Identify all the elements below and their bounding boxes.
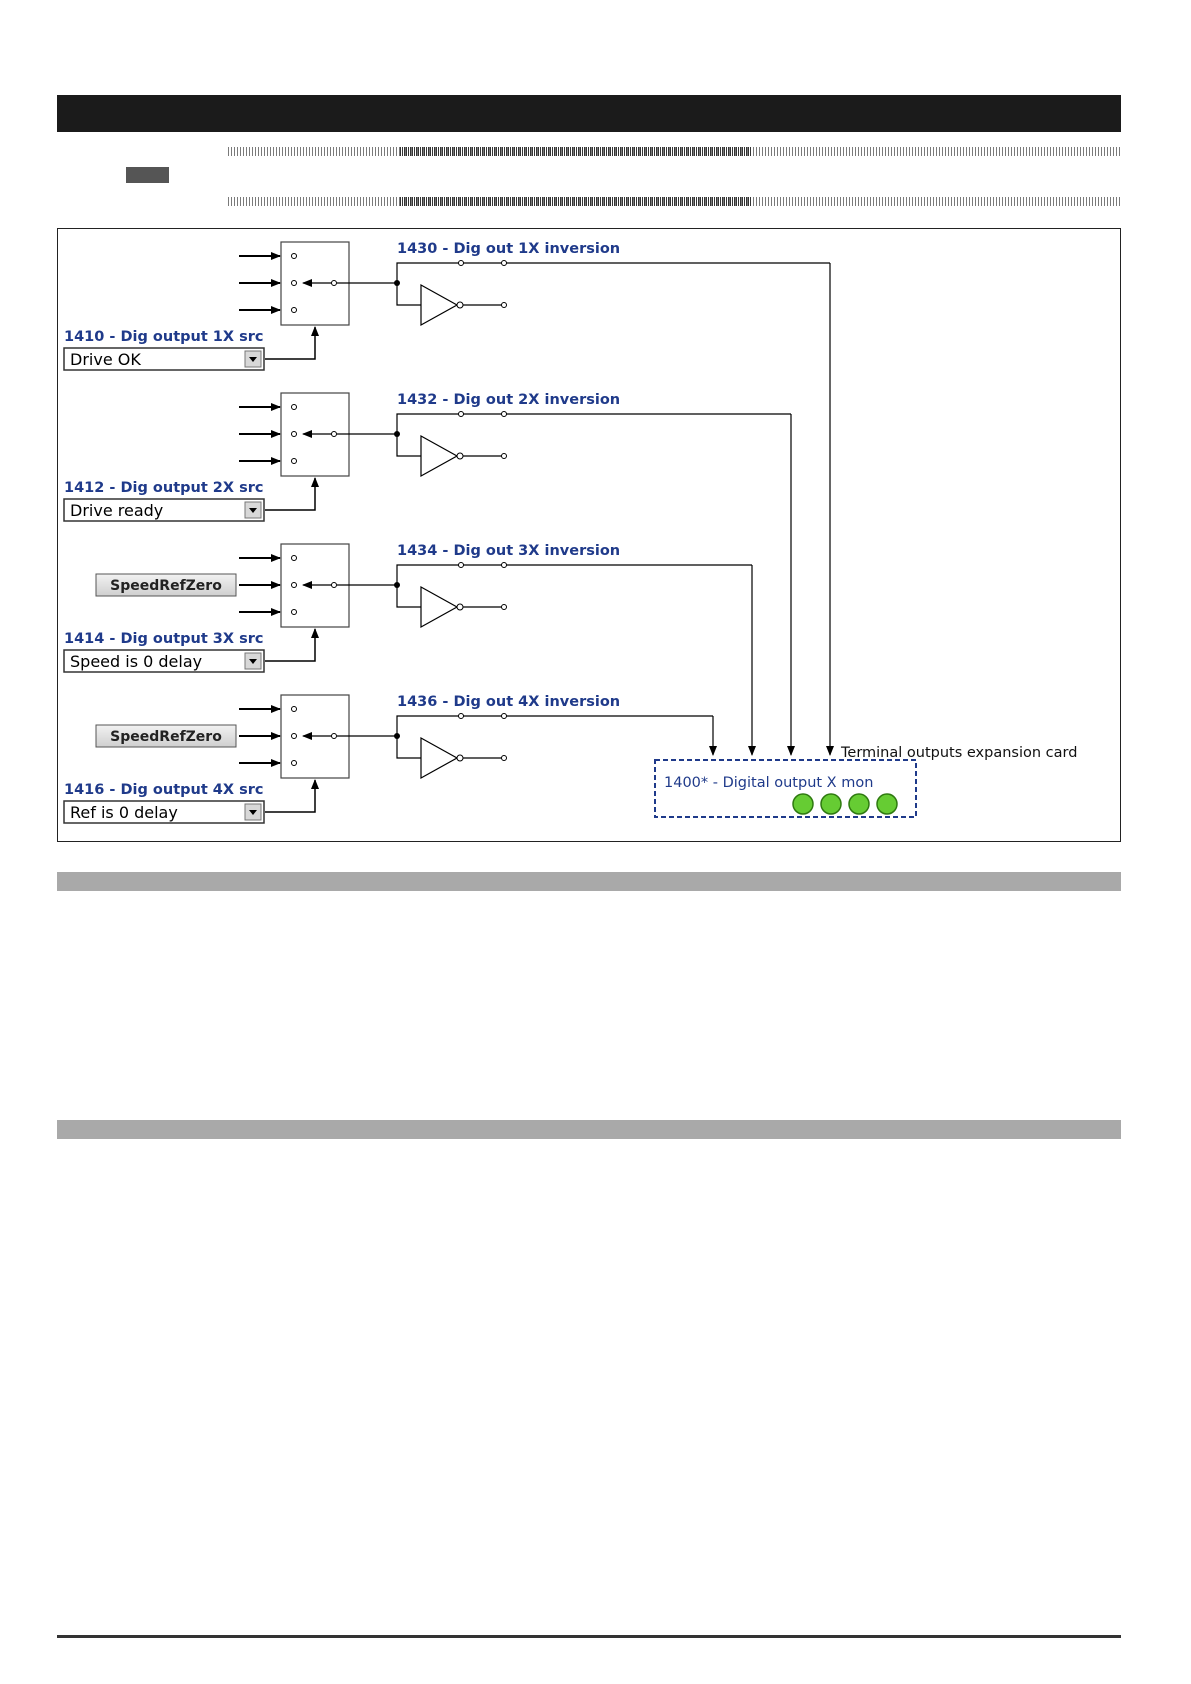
inverter-output-contact: [501, 755, 507, 761]
inverter-bubble: [456, 754, 464, 762]
inversion-contact-a: [458, 260, 464, 266]
inversion-label: 1430 - Dig out 1X inversion: [397, 241, 620, 257]
selector-output-contact: [331, 431, 337, 437]
bypass-wire: [396, 413, 459, 434]
source-select-arrow: [265, 326, 319, 360]
inverter-input-wire: [396, 736, 421, 759]
footer-rule: [57, 1635, 1121, 1638]
selector-contact: [291, 733, 297, 739]
source-dropdown[interactable]: Speed is 0 delay: [63, 649, 265, 673]
inverter-bubble: [456, 452, 464, 460]
selector-contact: [291, 609, 297, 615]
channel-2: 1432 - Dig out 2X inversion 1412 - Dig ou…: [63, 392, 791, 522]
chevron-down-icon: [249, 659, 257, 664]
selector-contact: [291, 458, 297, 464]
fixed-input-button[interactable]: SpeedRefZero: [95, 724, 237, 748]
inversion-contact-b: [501, 562, 507, 568]
inversion-contact-a: [458, 562, 464, 568]
source-select-arrow: [265, 628, 319, 662]
source-dropdown[interactable]: Ref is 0 delay: [63, 800, 265, 824]
status-led-2: [820, 793, 842, 815]
chevron-down-icon: [249, 508, 257, 513]
fixed-input-label: SpeedRefZero: [110, 729, 222, 745]
section-bar-2: [57, 1120, 1121, 1139]
dropdown-value: Speed is 0 delay: [70, 652, 202, 671]
header-bar: [57, 95, 1121, 132]
channel-1: 1430 - Dig out 1X inversion 1410 - Dig ou…: [63, 241, 830, 371]
inversion-label: 1436 - Dig out 4X inversion: [397, 694, 620, 710]
source-label: 1410 - Dig output 1X src: [64, 329, 264, 345]
source-label: 1416 - Dig output 4X src: [64, 782, 264, 798]
inverter-output-contact: [501, 302, 507, 308]
inverter-bubble: [456, 301, 464, 309]
selector-contact: [291, 404, 297, 410]
source-dropdown[interactable]: Drive ready: [63, 498, 265, 522]
inverter-input-wire: [396, 585, 421, 608]
source-select-arrow: [265, 779, 319, 813]
status-led-4: [876, 793, 898, 815]
inversion-label: 1434 - Dig out 3X inversion: [397, 543, 620, 559]
monitor-box: [654, 759, 917, 818]
status-led-3: [848, 793, 870, 815]
inverter-input-wire: [396, 283, 421, 306]
chevron-down-icon: [249, 357, 257, 362]
inverter-output-contact: [501, 604, 507, 610]
selector-output-contact: [331, 733, 337, 739]
inversion-contact-a: [458, 713, 464, 719]
tag-chip: [126, 167, 169, 183]
inversion-label: 1432 - Dig out 2X inversion: [397, 392, 620, 408]
selector-contact: [291, 582, 297, 588]
expansion-card-label: Terminal outputs expansion card: [840, 745, 1077, 761]
monitor-label: 1400* - Digital output X mon: [664, 775, 873, 791]
source-label: 1412 - Dig output 2X src: [64, 480, 264, 496]
inversion-contact-b: [501, 713, 507, 719]
selector-contact: [291, 307, 297, 313]
selector-contact: [291, 706, 297, 712]
dropdown-value: Drive OK: [70, 350, 141, 369]
diagram-frame: 1430 - Dig out 1X inversion 1410 - Dig ou…: [57, 228, 1121, 842]
inverter-gate: [420, 585, 459, 629]
channel-3: 1434 - Dig out 3X inversion 1414 - Dig ou…: [63, 543, 752, 673]
fixed-input-button[interactable]: SpeedRefZero: [95, 573, 237, 597]
digital-output-diagram: 1430 - Dig out 1X inversion 1410 - Dig ou…: [63, 241, 1077, 824]
top-ruler: [228, 147, 1121, 156]
selector-output-contact: [331, 280, 337, 286]
inversion-contact-b: [501, 260, 507, 266]
selector-contact: [291, 280, 297, 286]
inversion-contact-a: [458, 411, 464, 417]
channel-4: 1436 - Dig out 4X inversion 1416 - Dig ou…: [63, 694, 713, 824]
source-dropdown[interactable]: Drive OK: [63, 347, 265, 371]
fixed-input-label: SpeedRefZero: [110, 578, 222, 594]
selector-contact: [291, 431, 297, 437]
bypass-wire: [396, 564, 459, 585]
dropdown-value: Ref is 0 delay: [70, 803, 178, 822]
chevron-down-icon: [249, 810, 257, 815]
inverter-gate: [420, 434, 459, 478]
inverter-gate: [420, 736, 459, 780]
bypass-wire: [396, 715, 459, 736]
bypass-wire: [396, 262, 459, 283]
inverter-gate: [420, 283, 459, 327]
section-bar-1: [57, 872, 1121, 891]
dropdown-value: Drive ready: [70, 501, 163, 520]
inverter-bubble: [456, 603, 464, 611]
source-label: 1414 - Dig output 3X src: [64, 631, 264, 647]
inversion-contact-b: [501, 411, 507, 417]
selector-output-contact: [331, 582, 337, 588]
status-led-1: [792, 793, 814, 815]
source-select-arrow: [265, 477, 319, 511]
inverter-input-wire: [396, 434, 421, 457]
inverter-output-contact: [501, 453, 507, 459]
selector-contact: [291, 253, 297, 259]
bottom-ruler: [228, 197, 1121, 206]
selector-contact: [291, 555, 297, 561]
selector-contact: [291, 760, 297, 766]
